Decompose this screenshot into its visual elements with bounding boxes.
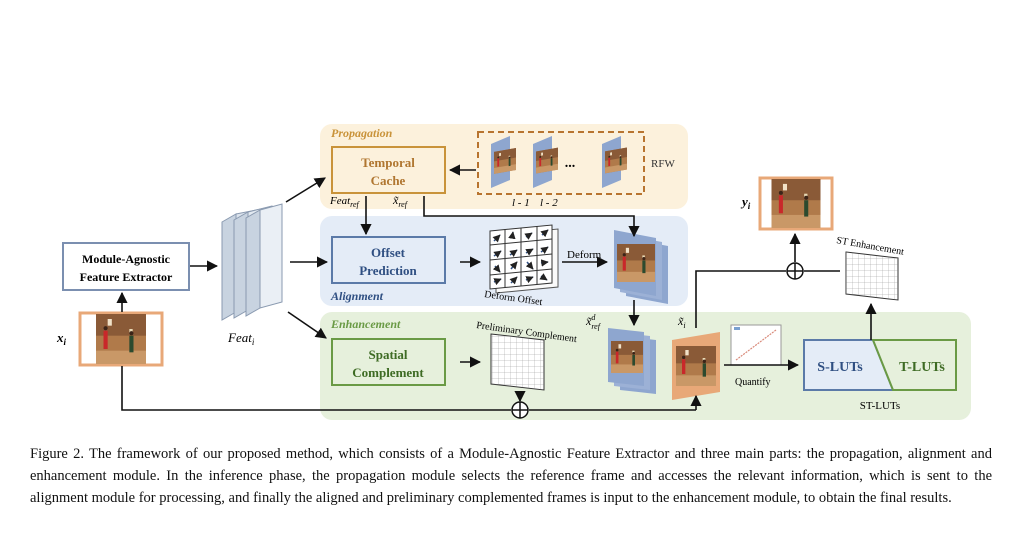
figure-caption: Figure 2. The framework of our proposed … — [30, 443, 992, 509]
y-i-label: yi — [740, 194, 751, 211]
output-frame — [758, 176, 834, 231]
arrow-feat-to-cache — [285, 177, 326, 203]
alignment-title: Alignment — [330, 289, 384, 303]
x-i-label: xi — [56, 330, 67, 347]
caption-line-1: Figure 2. The framework of our proposed … — [30, 446, 825, 462]
caption-line-2: propagation, alignment and enhancement m… — [30, 446, 992, 484]
arrow-xref-to-deform — [423, 196, 640, 238]
rfw-frame-3 — [602, 136, 627, 188]
caption-line-4: frames is input to the enhancement modul… — [547, 490, 952, 506]
feature-stack — [221, 203, 283, 321]
st-luts-block: S-LUTs T-LUTs — [803, 339, 957, 391]
deform-offset-grid — [489, 224, 559, 294]
rfw-window: ... — [477, 131, 645, 195]
sum-node-output — [786, 262, 804, 280]
feature-extractor-line1: Module-Agnostic — [82, 252, 171, 266]
frame-l2-label: l - 2 — [540, 197, 558, 209]
st-luts-label: ST-LUTs — [860, 400, 900, 412]
temporal-cache-line2: Cache — [371, 173, 406, 188]
feat-i-label: Feati — [227, 330, 255, 347]
quantify-label: Quantify — [735, 377, 771, 388]
rfw-label: RFW — [651, 158, 675, 170]
enhancement-title: Enhancement — [330, 317, 401, 331]
x-ref-label: x̃ref — [392, 193, 409, 209]
sum-node-bottom — [511, 401, 529, 419]
t-luts-label: T-LUTs — [899, 360, 945, 375]
feat-ref-label: Featref — [329, 195, 361, 209]
current-frame — [672, 332, 720, 400]
temporal-cache-block: Temporal Cache — [331, 146, 446, 194]
aligned-frames — [608, 328, 656, 394]
preliminary-complement-grid — [490, 333, 545, 391]
rfw-ellipsis: ... — [565, 156, 576, 171]
x-tilde-i-label: x̃i — [677, 314, 686, 330]
offset-prediction-block: Offset Prediction — [331, 236, 446, 284]
temporal-cache-line1: Temporal — [361, 155, 415, 170]
spatial-complement-block: Spatial Complement — [331, 338, 446, 386]
quantify-chart — [730, 324, 782, 366]
arrow-feat-to-spatial — [287, 311, 327, 339]
line-input-bottom — [121, 366, 511, 411]
rfw-frame-2 — [533, 136, 558, 188]
offset-prediction-line2: Prediction — [359, 263, 417, 278]
input-frame — [78, 311, 164, 367]
feature-extractor-line2: Feature Extractor — [80, 270, 173, 284]
deform-label: Deform — [567, 249, 602, 261]
st-enhancement-grid — [845, 251, 899, 301]
spatial-complement-line2: Complement — [352, 365, 424, 380]
propagation-title: Propagation — [331, 126, 393, 140]
offset-prediction-line1: Offset — [371, 245, 406, 260]
deformed-frames — [614, 230, 668, 304]
spatial-complement-line1: Spatial — [368, 347, 407, 362]
feature-extractor-block: Module-Agnostic Feature Extractor — [62, 242, 190, 291]
s-luts-label: S-LUTs — [817, 360, 863, 375]
rfw-frame-1 — [491, 136, 516, 188]
frame-l1-label: l - 1 — [512, 197, 530, 209]
caption-line-3: the relevant information, which is sent … — [30, 468, 993, 506]
connections — [116, 164, 877, 411]
line-frame-to-output-sum — [695, 270, 786, 328]
